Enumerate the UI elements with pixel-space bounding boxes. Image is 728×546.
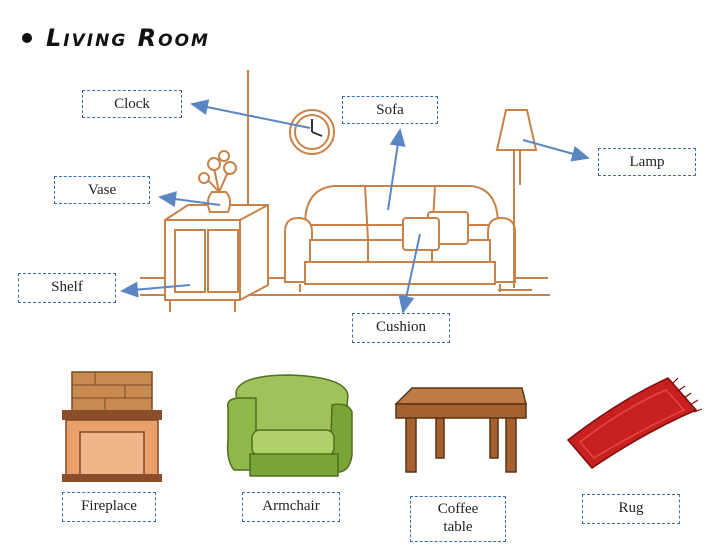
arrows bbox=[120, 99, 590, 314]
clock-drawing bbox=[289, 109, 335, 155]
sofa-drawing bbox=[284, 185, 516, 292]
coffee-table-drawing bbox=[394, 387, 527, 473]
title-row: Living Room bbox=[22, 24, 210, 52]
slide-title: Living Room bbox=[46, 24, 210, 52]
rug-drawing bbox=[566, 377, 703, 469]
fireplace-drawing bbox=[62, 371, 162, 482]
label-cushion: Cushion bbox=[352, 313, 450, 343]
label-sofa: Sofa bbox=[342, 96, 438, 124]
label-coffee-table: Coffee table bbox=[410, 496, 506, 542]
label-clock: Clock bbox=[82, 90, 182, 118]
label-armchair: Armchair bbox=[242, 492, 340, 522]
shelf-drawing bbox=[164, 204, 269, 312]
vase-drawing bbox=[198, 150, 237, 213]
label-lamp: Lamp bbox=[598, 148, 696, 176]
bullet-icon bbox=[22, 33, 32, 43]
label-vase: Vase bbox=[54, 176, 150, 204]
label-shelf: Shelf bbox=[18, 273, 116, 303]
armchair-drawing bbox=[226, 374, 353, 477]
label-fireplace: Fireplace bbox=[62, 492, 156, 522]
label-rug: Rug bbox=[582, 494, 680, 524]
